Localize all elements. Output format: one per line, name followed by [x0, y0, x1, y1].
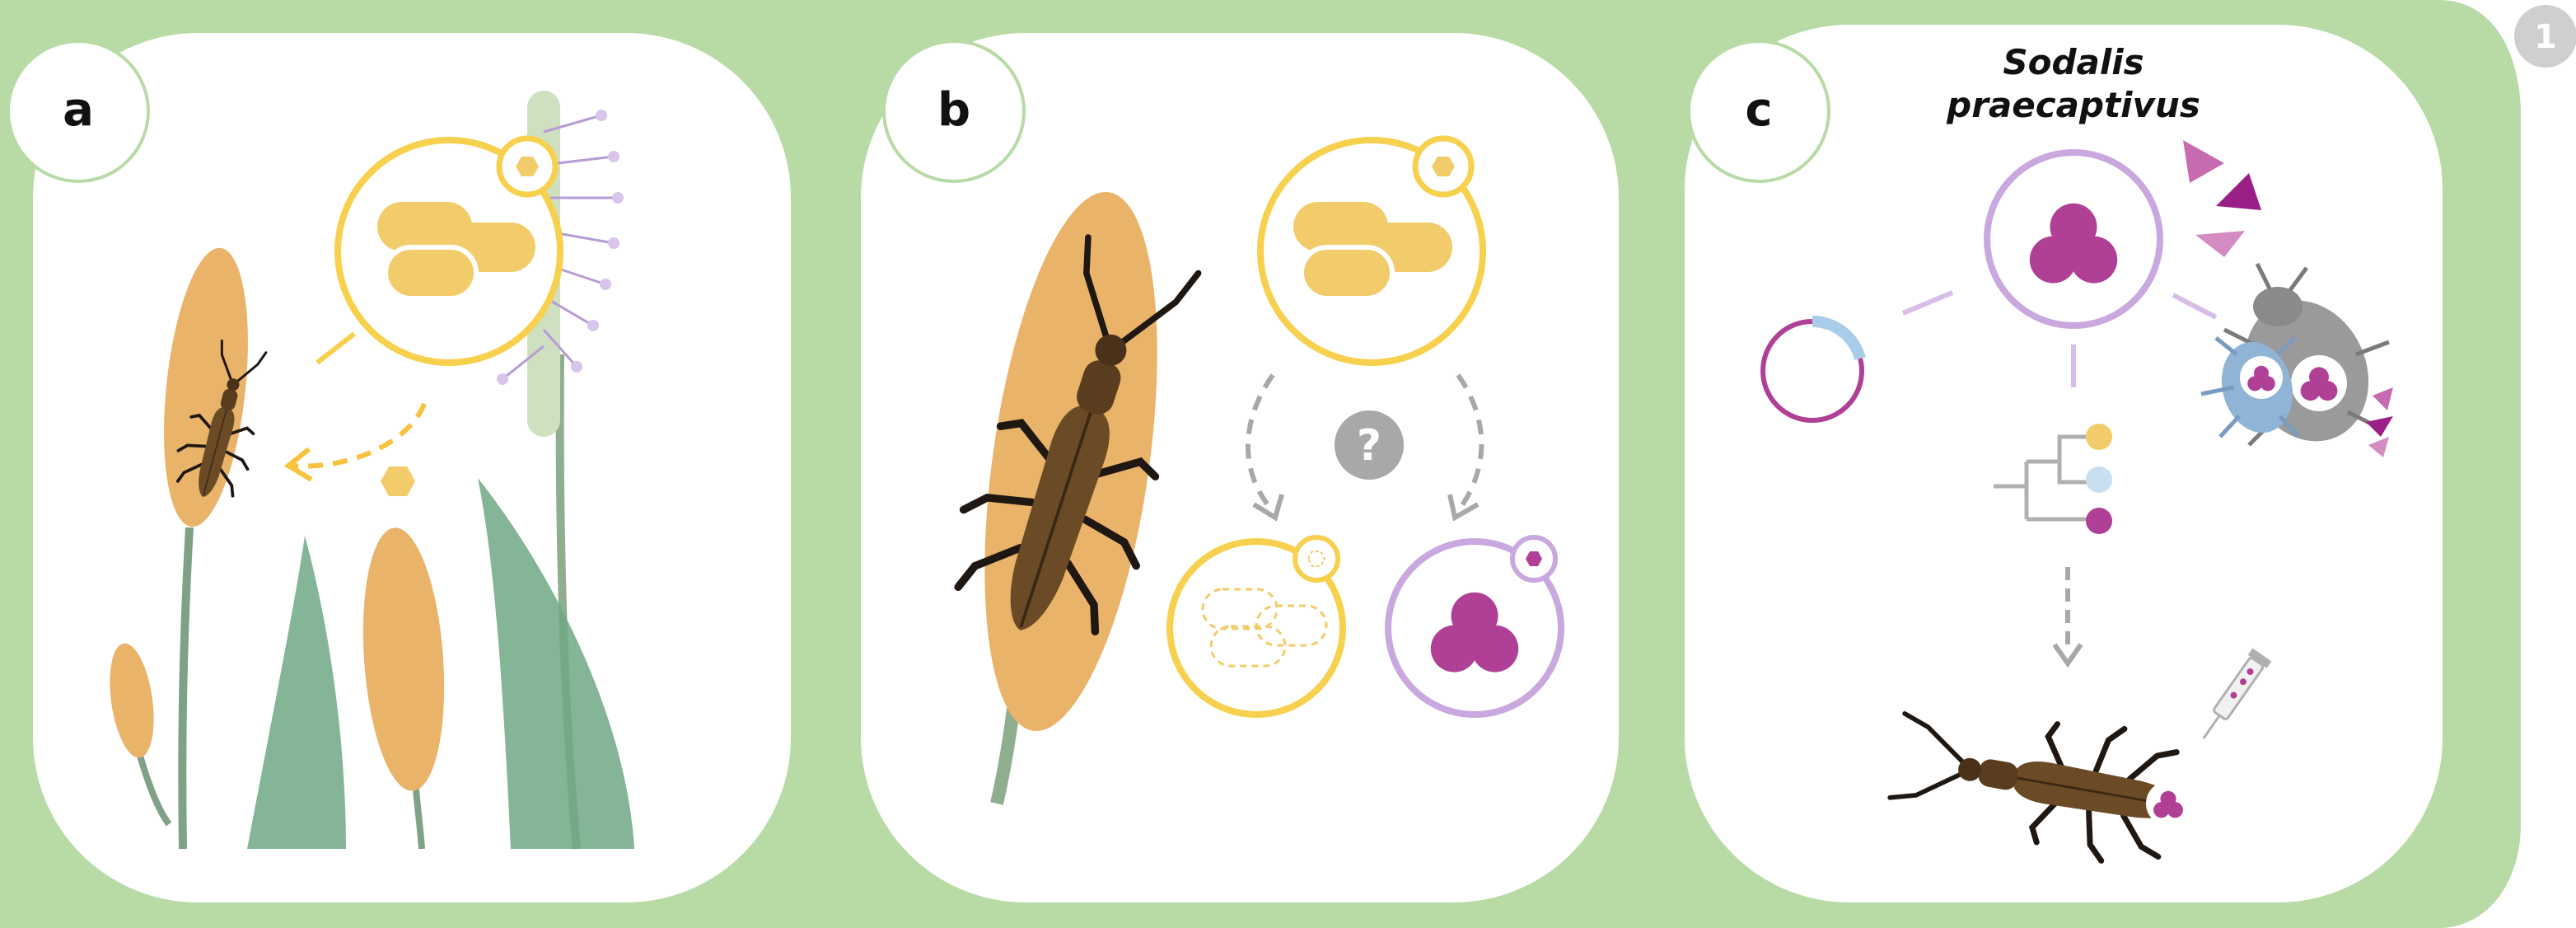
panel-b: b ?	[861, 33, 1619, 902]
question-mark-text: ?	[1357, 421, 1382, 471]
panel-c: c Sodalis praecaptivus	[1685, 25, 2443, 902]
lost-nutrient-badge	[1295, 537, 1338, 580]
panel-a: a	[8, 33, 791, 902]
tree-tip-yellow	[2086, 424, 2112, 450]
tree-tip-blue	[2086, 466, 2112, 493]
species-name-line2: praecaptivus	[1946, 85, 2200, 125]
corner-number: 1	[2534, 18, 2557, 56]
panel-c-letter: c	[1745, 83, 1772, 137]
tree-tip-magenta	[2086, 508, 2112, 534]
panel-b-letter: b	[937, 83, 970, 137]
panel-a-letter: a	[63, 83, 94, 137]
species-name-line1: Sodalis	[2003, 42, 2144, 82]
